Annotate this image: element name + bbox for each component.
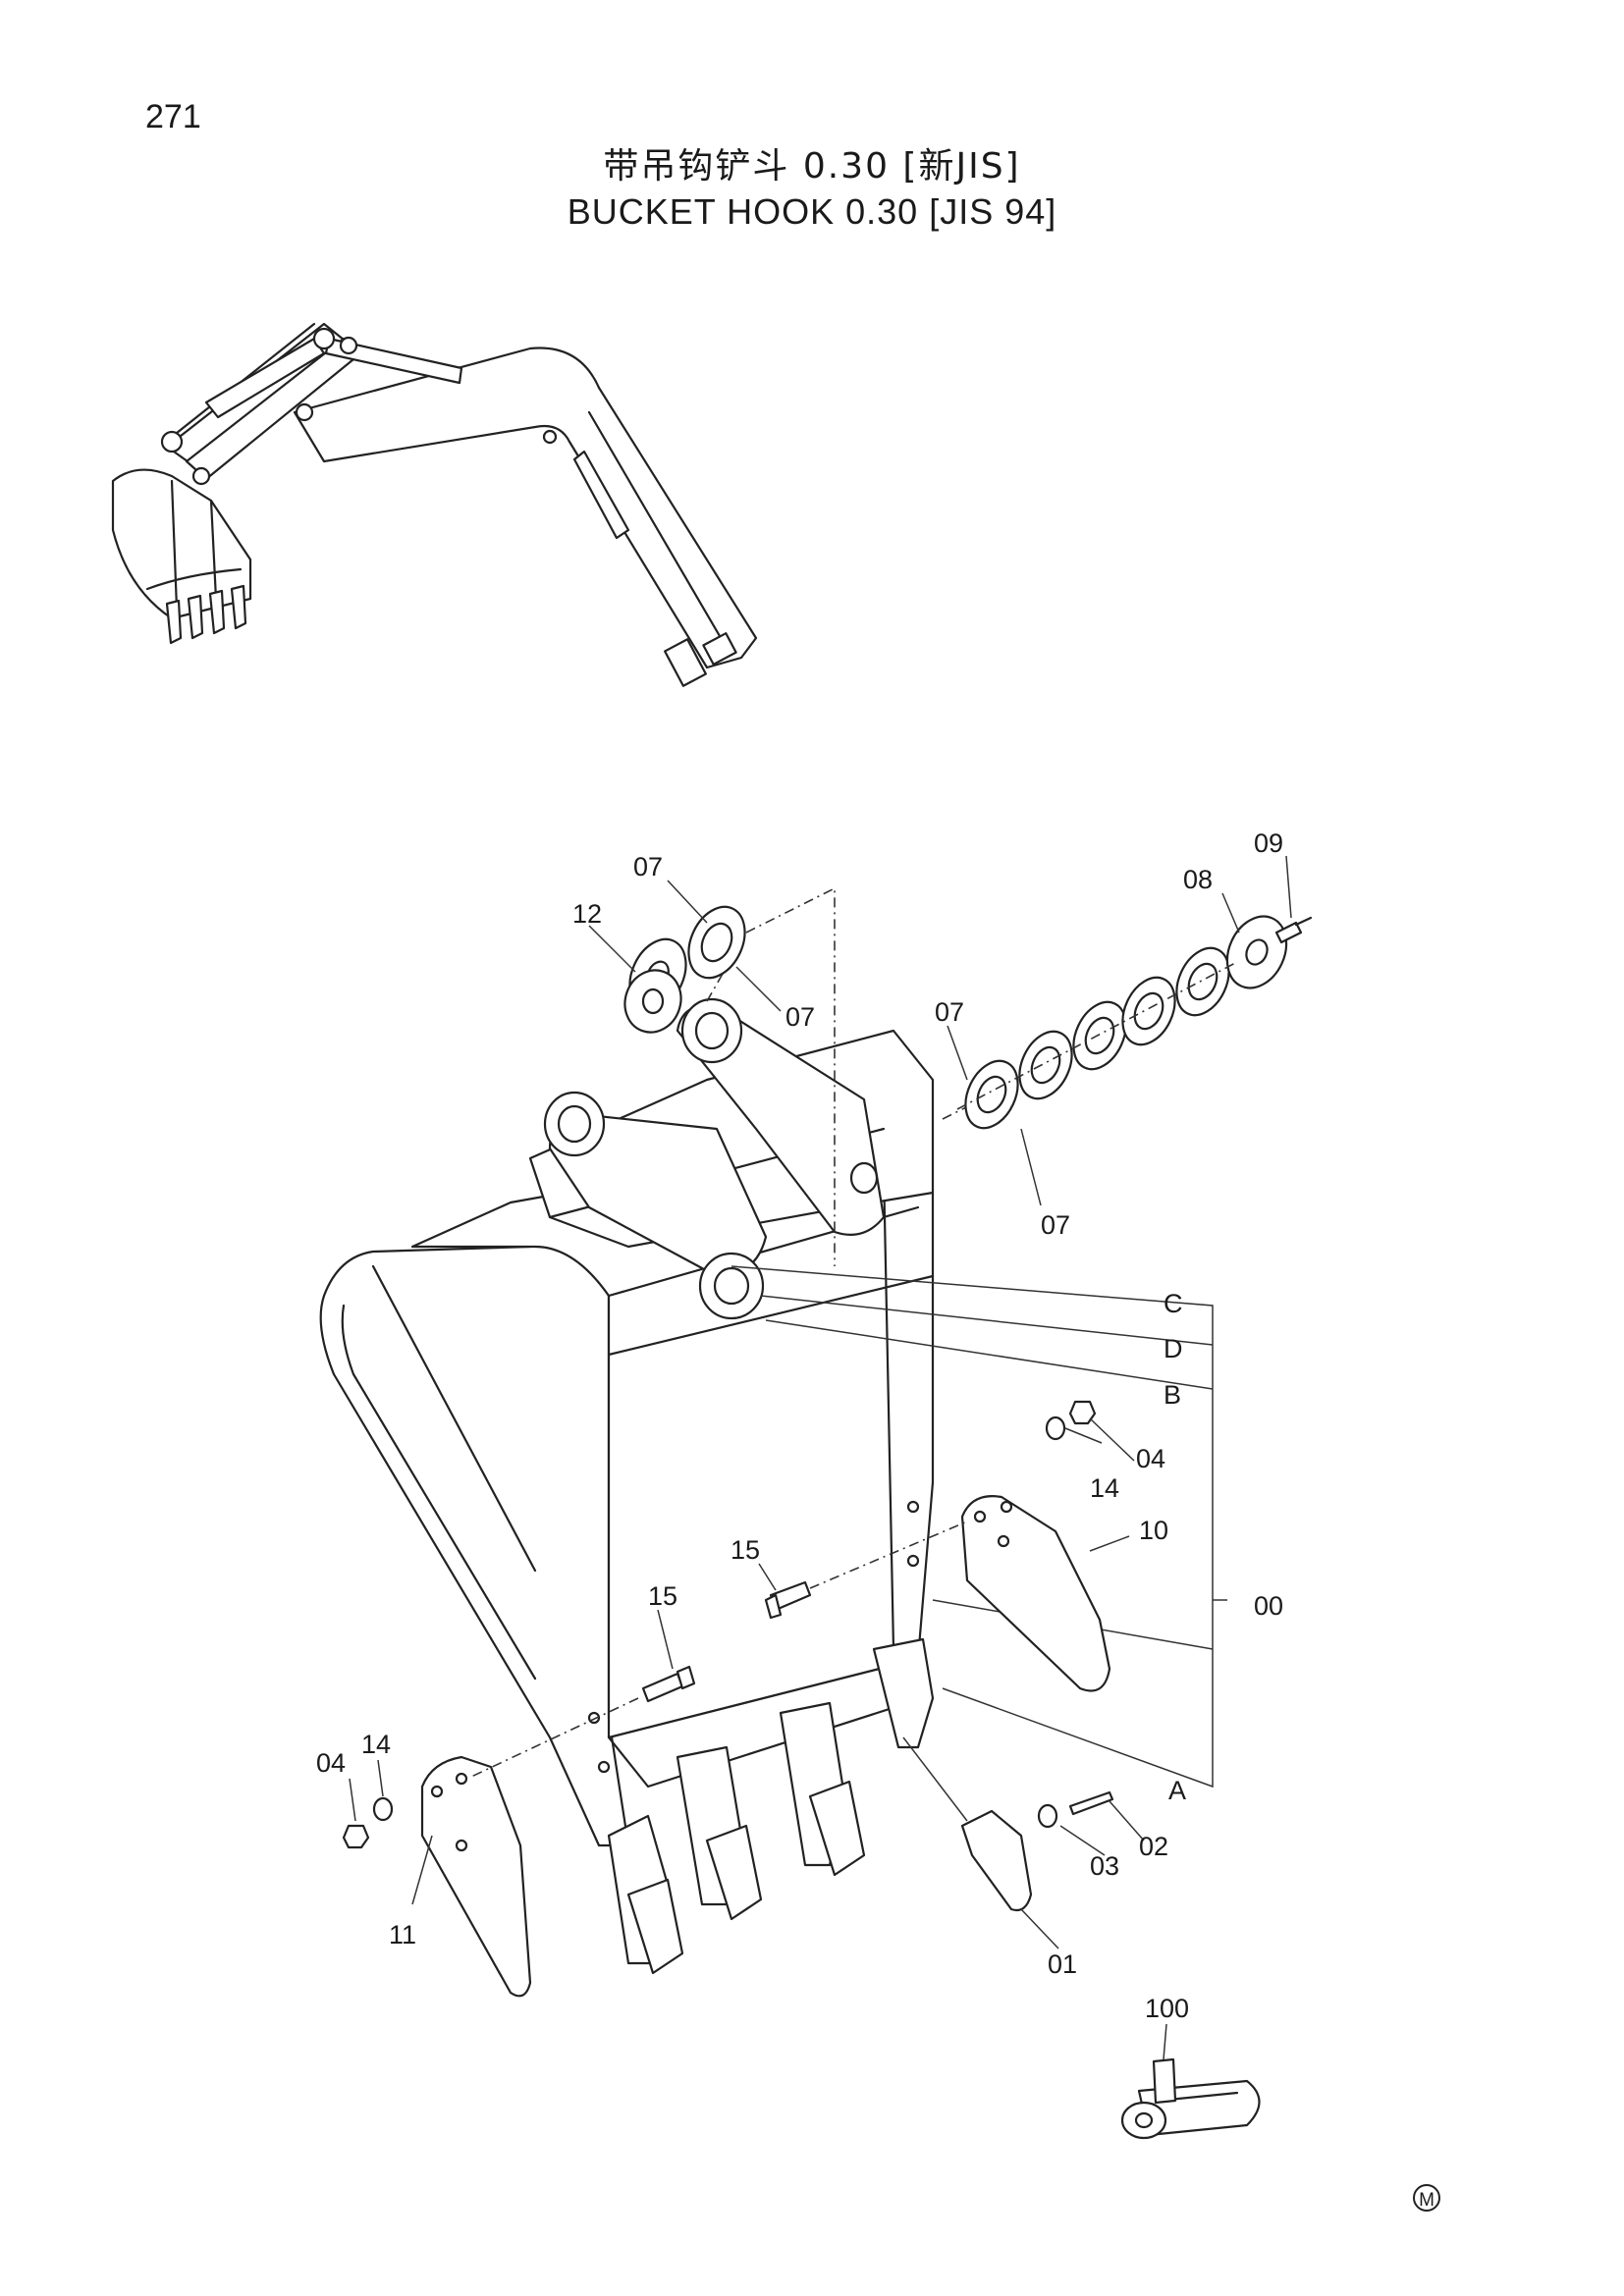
- callout-04-left: 04: [316, 1748, 346, 1778]
- nuts-and-washers: [342, 1400, 1097, 1849]
- bolts-15: [470, 1521, 968, 1778]
- letter-d: D: [1164, 1334, 1183, 1363]
- page-number: 271: [145, 98, 201, 135]
- callout-14-left: 14: [361, 1730, 391, 1759]
- callout-labels: 12 07 07 07 07 08 09 04 14 10 00 15 15 0…: [316, 828, 1283, 2023]
- title-chinese: 带吊钩铲斗 0.30 [新JIS]: [603, 146, 1021, 187]
- callout-07-right: 07: [935, 997, 964, 1027]
- m-mark-icon: M: [1413, 2184, 1440, 2212]
- callout-14-right: 14: [1090, 1473, 1119, 1503]
- side-cutter-10: [960, 1495, 1111, 1692]
- callout-01: 01: [1048, 1949, 1077, 1979]
- title-english: BUCKET HOOK 0.30 [JIS 94]: [567, 191, 1057, 232]
- washer-12: [623, 969, 682, 1034]
- callout-02: 02: [1139, 1832, 1168, 1861]
- letter-b: B: [1164, 1380, 1181, 1410]
- callout-15-right: 15: [731, 1535, 760, 1565]
- callout-100: 100: [1145, 1994, 1189, 2023]
- side-cutter-11: [420, 1755, 532, 1998]
- shim-plates-right: [956, 915, 1288, 1130]
- callout-07-middle: 07: [785, 1002, 815, 1032]
- excavator-arm-illustration: [111, 322, 758, 687]
- callout-09: 09: [1254, 828, 1283, 858]
- callout-12: 12: [572, 899, 602, 929]
- callout-10: 10: [1139, 1516, 1168, 1545]
- bucket-assembly: [319, 997, 935, 1975]
- svg-text:M: M: [1419, 2190, 1435, 2211]
- callout-07-bottom: 07: [1041, 1210, 1070, 1240]
- callout-00: 00: [1254, 1591, 1283, 1621]
- shackle-100: [1120, 2057, 1261, 2140]
- callout-03: 03: [1090, 1851, 1119, 1881]
- callout-04-right: 04: [1136, 1444, 1165, 1473]
- bolt-09: [1274, 916, 1313, 944]
- callout-15-left: 15: [648, 1581, 677, 1611]
- callout-08: 08: [1183, 865, 1213, 894]
- letter-a: A: [1168, 1776, 1186, 1805]
- callout-07-top: 07: [633, 852, 663, 881]
- letter-c: C: [1164, 1289, 1183, 1318]
- callout-11: 11: [389, 1920, 416, 1949]
- tooth-01-pin-02-lock-03: [902, 1736, 1114, 1912]
- leader-lines: [349, 855, 1292, 2060]
